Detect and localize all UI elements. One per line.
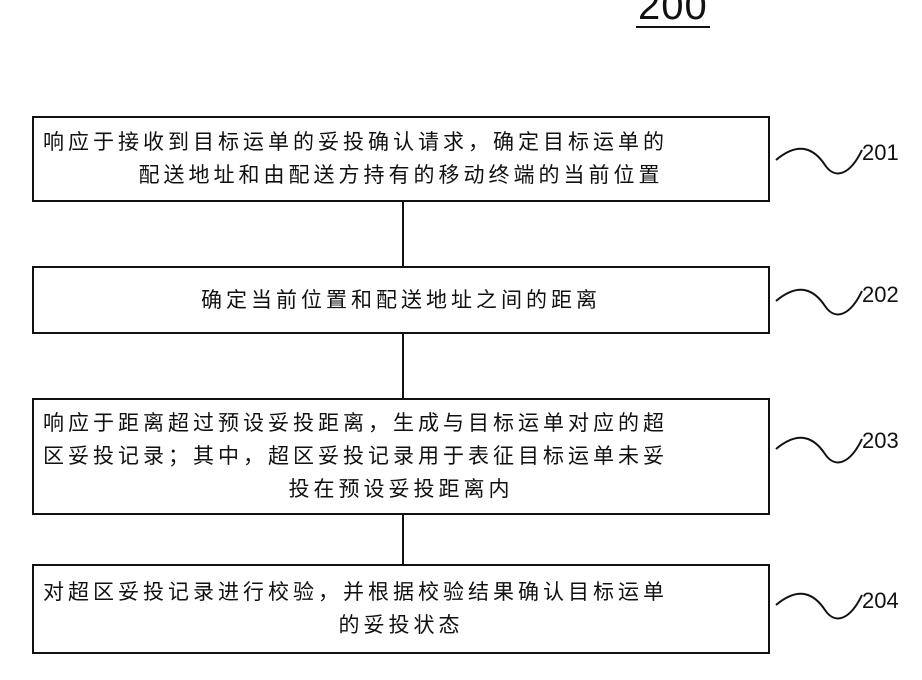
step-box-201: 响应于接收到目标运单的妥投确认请求，确定目标运单的 配送地址和由配送方持有的移动… (32, 116, 770, 202)
ref-label-204: 204 (862, 588, 899, 614)
step-line: 配送地址和由配送方持有的移动终端的当前位置 (43, 159, 759, 192)
step-line: 确定当前位置和配送地址之间的距离 (43, 284, 759, 317)
step-text-203: 响应于距离超过预设妥投距离，生成与目标运单对应的超 区妥投记录；其中，超区妥投记… (43, 407, 759, 506)
step-text-202: 确定当前位置和配送地址之间的距离 (43, 284, 759, 317)
ref-label-201: 201 (862, 140, 899, 166)
step-line: 响应于接收到目标运单的妥投确认请求，确定目标运单的 (43, 126, 759, 159)
ref-label-203: 203 (862, 428, 899, 454)
step-text-204: 对超区妥投记录进行校验，并根据校验结果确认目标运单 的妥投状态 (43, 576, 759, 642)
leader-201 (776, 149, 862, 174)
leader-202 (776, 290, 862, 315)
step-line: 的妥投状态 (43, 609, 759, 642)
leader-204 (776, 594, 862, 619)
step-line: 区妥投记录；其中，超区妥投记录用于表征目标运单未妥 (43, 440, 759, 473)
ref-label-202: 202 (862, 282, 899, 308)
step-box-202: 确定当前位置和配送地址之间的距离 (32, 266, 770, 334)
step-line: 响应于距离超过预设妥投距离，生成与目标运单对应的超 (43, 407, 759, 440)
step-box-203: 响应于距离超过预设妥投距离，生成与目标运单对应的超 区妥投记录；其中，超区妥投记… (32, 398, 770, 515)
step-box-204: 对超区妥投记录进行校验，并根据校验结果确认目标运单 的妥投状态 (32, 564, 770, 654)
step-text-201: 响应于接收到目标运单的妥投确认请求，确定目标运单的 配送地址和由配送方持有的移动… (43, 126, 759, 192)
leader-203 (776, 438, 862, 463)
step-line: 投在预设妥投距离内 (43, 473, 759, 506)
step-line: 对超区妥投记录进行校验，并根据校验结果确认目标运单 (43, 576, 759, 609)
